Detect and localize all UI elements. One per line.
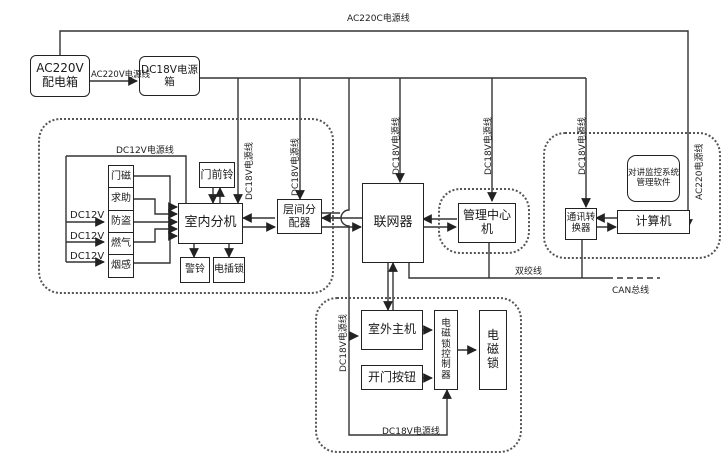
outdoor-unit: 室外主机	[361, 310, 423, 350]
zone-household	[38, 118, 334, 294]
edge-ac220c	[59, 30, 693, 229]
sensor-door-magnet: 门磁	[108, 165, 134, 189]
label-dc18v-outdoor: DC18V电源线	[339, 314, 349, 372]
label-dc18v-mgmt: DC18V电源线	[484, 117, 494, 175]
sensor-anti-theft: 防盗	[108, 210, 134, 234]
indoor-unit: 室内分机	[178, 203, 243, 244]
label-dc12v-line: DC12V电源线	[116, 146, 174, 156]
zone-entrance	[315, 297, 522, 453]
management-center: 管理中心机	[458, 203, 516, 243]
label-dc18v-bottom: DC18V电源线	[382, 427, 440, 437]
label-dc12v-2: DC12V	[70, 231, 105, 242]
alarm-bell: 警铃	[180, 257, 210, 283]
networker: 联网器	[362, 183, 424, 263]
label-dc12v-3: DC12V	[70, 251, 105, 262]
edge-twisted-pair	[408, 263, 607, 279]
zone-monitoring	[543, 132, 721, 259]
label-can-bus: CAN总线	[612, 286, 650, 296]
floor-distributor: 层间分 配器	[277, 199, 322, 234]
label-dc18v-distributor: DC18V电源线	[291, 138, 301, 196]
edge-dc18-outdoor	[340, 78, 452, 436]
sensor-gas: 燃气	[108, 232, 134, 256]
door-bell: 门前铃	[199, 162, 235, 188]
label-ac220v-line: AC220V电源线	[91, 70, 151, 80]
open-door-button: 开门按钮	[361, 365, 423, 390]
label-dc18v-networker: DC18V电源线	[392, 117, 402, 175]
label-dc18v-indoor: DC18V电源线	[245, 142, 255, 200]
label-dc18v-converter: DC18V电源线	[578, 117, 588, 175]
sensor-help: 求助	[108, 187, 134, 211]
label-twisted-pair: 双绞线	[515, 267, 543, 277]
computer: 计算机	[617, 210, 690, 234]
dc18v-power-box: DC18V电源箱	[139, 56, 200, 96]
electric-plug-lock: 电插锁	[213, 257, 245, 283]
comm-converter: 通讯转 换器	[565, 208, 597, 240]
sensor-smoke: 烟感	[108, 254, 134, 278]
label-ac220-right: AC220电源线	[695, 143, 705, 200]
management-software: 对讲监控系统 管理软件	[627, 155, 680, 202]
ac-distribution-box: AC220V 配电箱	[30, 55, 90, 97]
dc12v-line	[66, 155, 187, 210]
lock-controller: 电 磁 锁 控 制 器	[434, 310, 458, 390]
magnetic-lock: 电 磁 锁	[479, 310, 507, 390]
label-ac220c-line: AC220C电源线	[347, 14, 410, 24]
label-dc12v-1: DC12V	[70, 210, 105, 221]
zone-management	[438, 188, 530, 254]
